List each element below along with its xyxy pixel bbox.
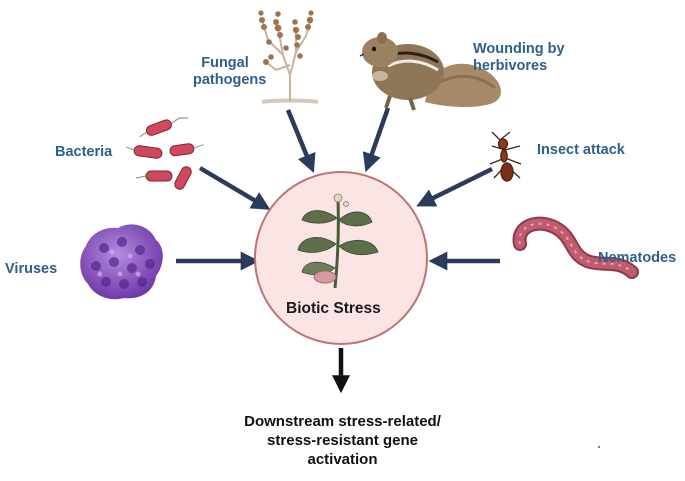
bacteria-icon (126, 117, 204, 190)
label-viruses: Viruses (5, 261, 58, 277)
center-circle (254, 171, 428, 345)
label-nematodes: Nematodes (598, 250, 677, 266)
arrow-wounding (362, 107, 391, 173)
label-wounding-line2: herbivores (473, 58, 548, 74)
center-label: Biotic Stress (286, 300, 381, 317)
chipmunk-icon (359, 32, 502, 111)
label-fungal-pathogens: Fungal pathogens (193, 55, 267, 89)
outcome-line3: activation (307, 451, 378, 468)
virus-icon (80, 224, 163, 300)
outcome-line1: Downstream stress-related/ (244, 413, 441, 430)
arrow-bacteria (198, 166, 271, 210)
stray-dot (598, 446, 600, 448)
ant-icon (489, 131, 522, 182)
label-wounding: Wounding by herbivores (473, 41, 565, 75)
label-fungal-line2: pathogens (193, 72, 267, 88)
label-insect-attack: Insect attack (537, 142, 625, 158)
label-bacteria: Bacteria (55, 144, 113, 160)
arrow-fungal (285, 109, 316, 173)
fungus-icon (258, 10, 319, 104)
outcome-line2: stress-resistant gene (267, 432, 418, 449)
outcome-text: Downstream stress-related/ stress-resist… (200, 412, 485, 469)
arrow-insect (416, 166, 493, 207)
nematode-icon (512, 216, 639, 279)
plant-icon (297, 193, 379, 289)
arrows-in (176, 107, 500, 271)
label-wounding-line1: Wounding by (473, 41, 565, 57)
label-fungal-line1: Fungal (201, 55, 249, 71)
